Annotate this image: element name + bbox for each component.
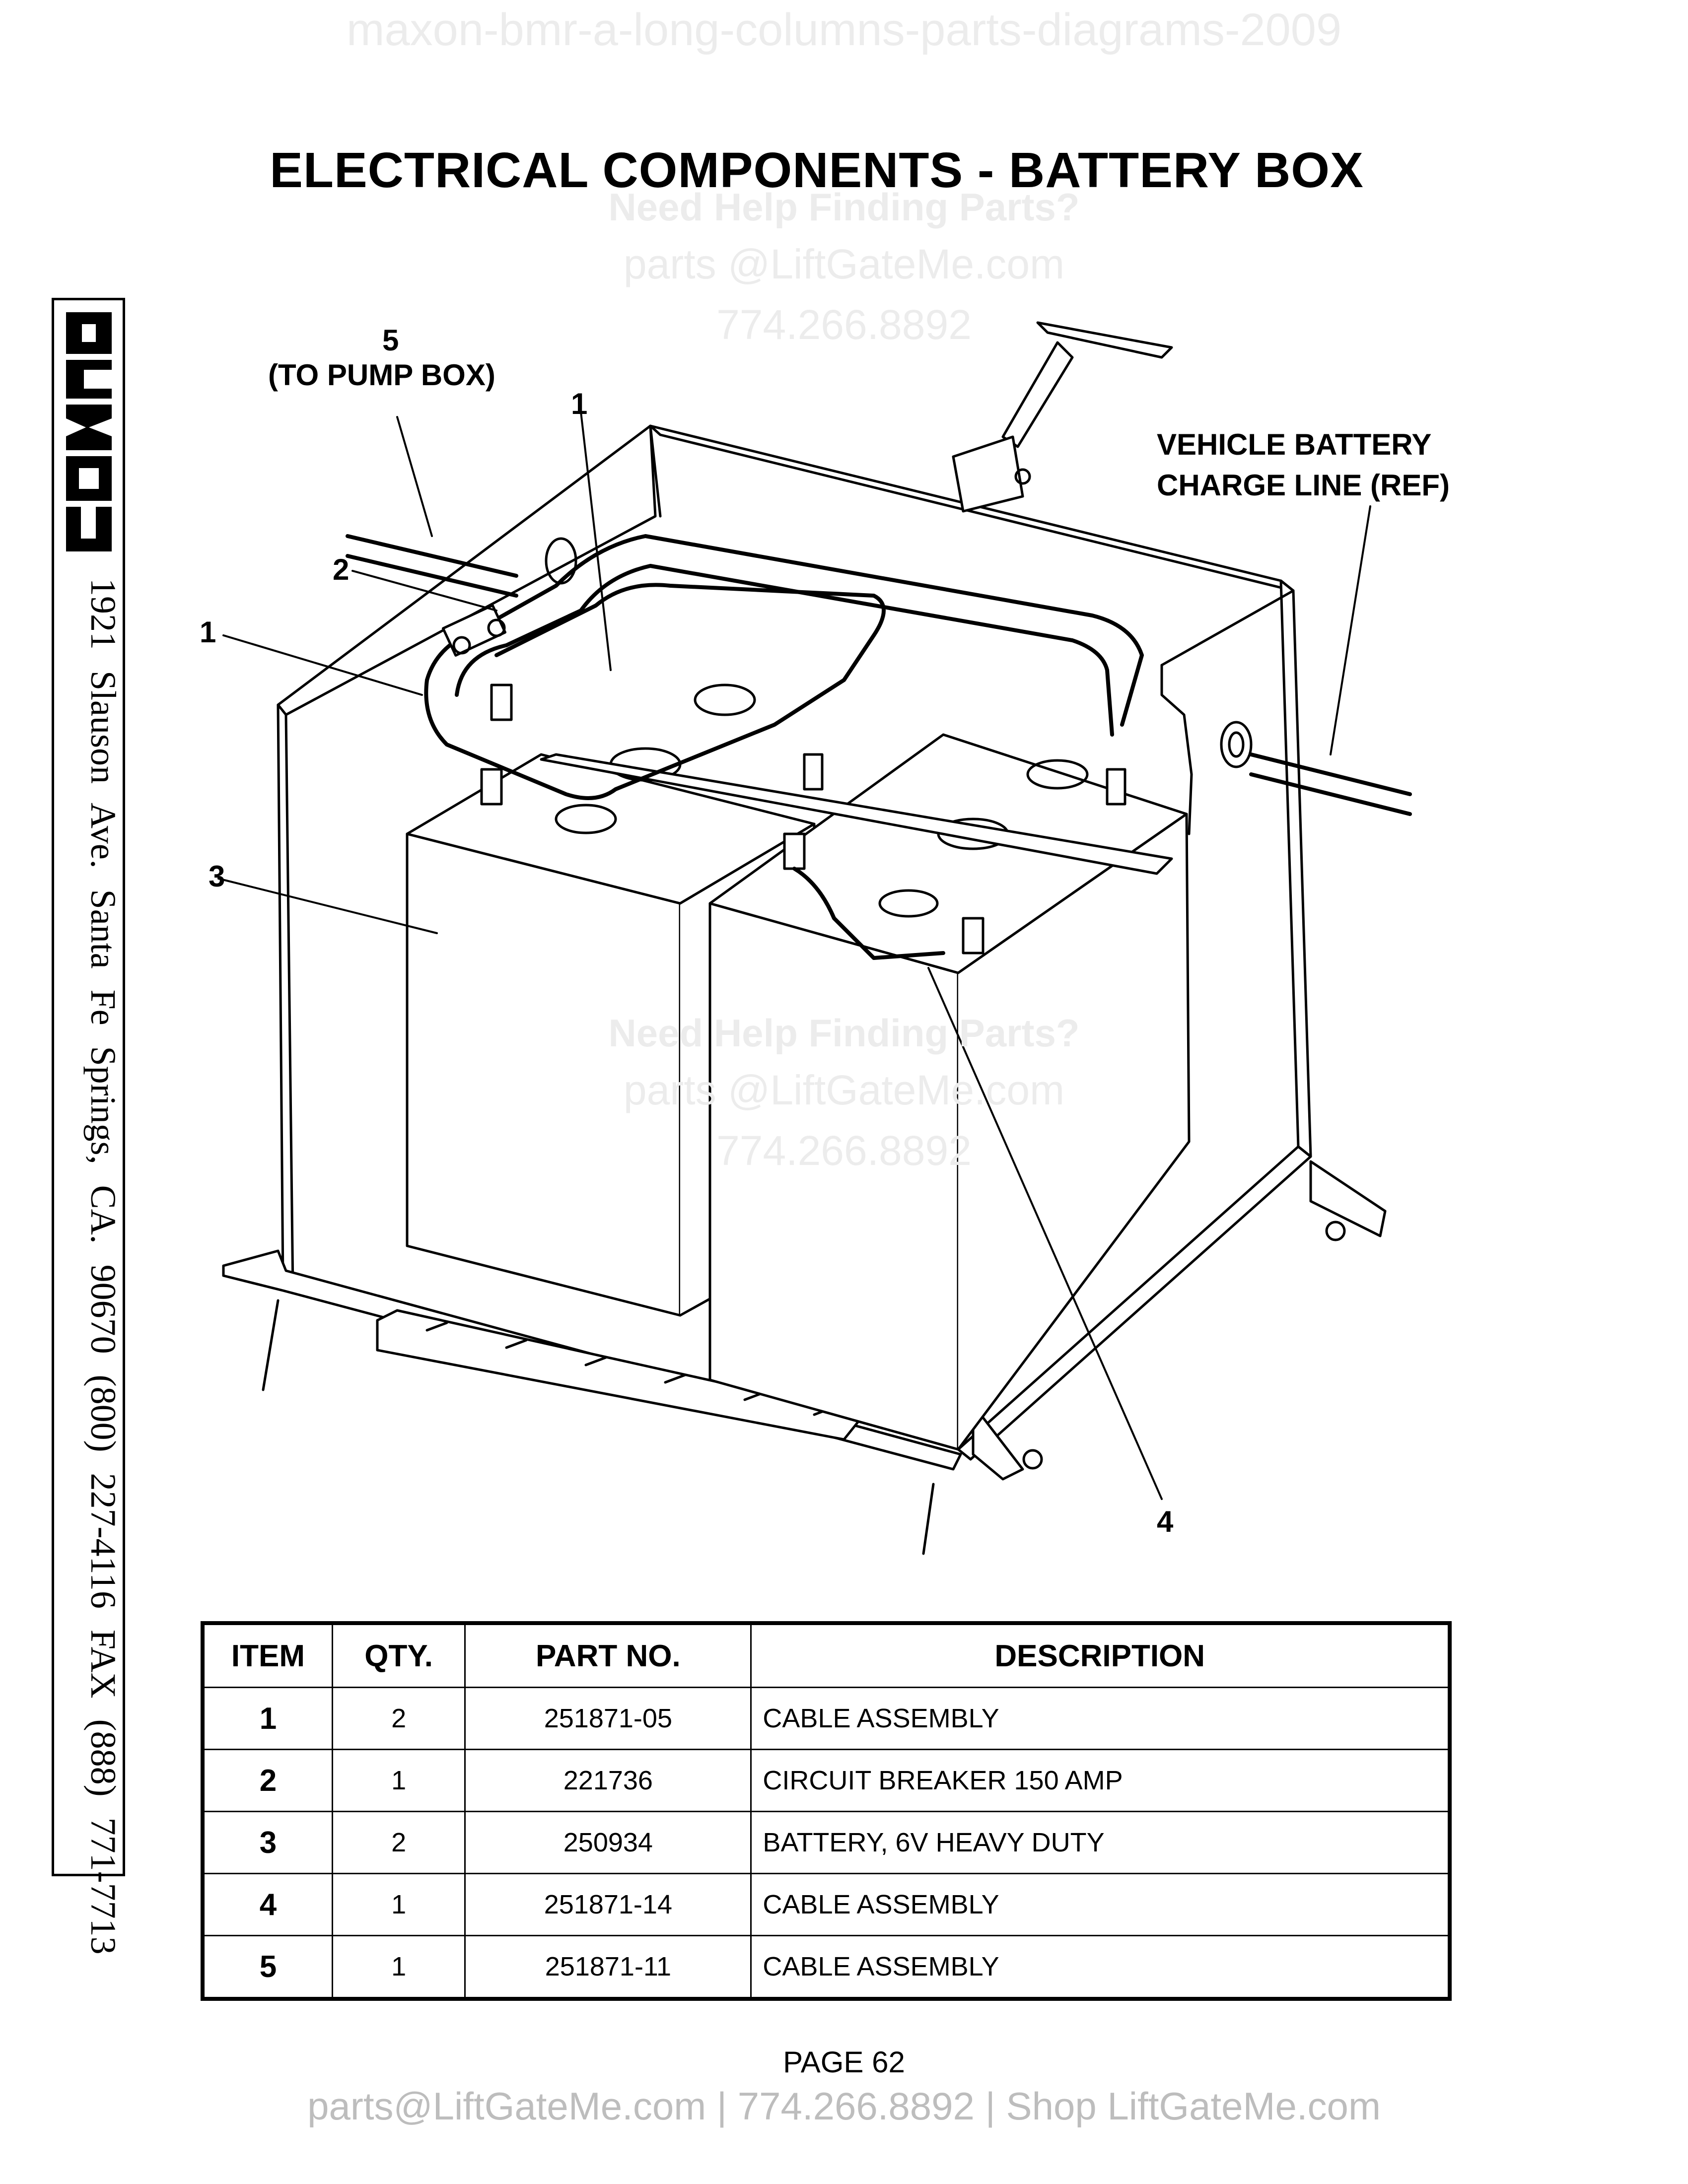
row-description: CABLE ASSEMBLY [750,1873,1451,1936]
t-handle-latch [952,321,1173,513]
table-row: 5 1 251871-11 CABLE ASSEMBLY [202,1935,1451,2000]
row-part-no: 221736 [464,1749,752,1812]
callout-item-5: 5 [382,324,399,357]
callout-item-1-top: 1 [571,387,588,420]
row-qty: 2 [331,1811,466,1874]
page-title: ELECTRICAL COMPONENTS - BATTERY BOX [270,142,1364,198]
box-front-right-face [957,1145,1312,1461]
hinge [376,1309,865,1441]
watermark-phone-2: 774.266.8892 [716,1127,972,1174]
footer-contact: parts@LiftGateMe.com | 774.266.8892 | Sh… [307,2084,1381,2128]
mounting-foot-right [1309,1160,1387,1237]
callout-charge-line-1: VEHICLE BATTERY [1157,428,1432,461]
row-description: BATTERY, 6V HEAVY DUTY [750,1811,1451,1874]
row-part-no: 250934 [464,1811,752,1874]
circuit-breaker [441,604,507,657]
row-item: 1 [202,1687,333,1750]
row-item: 2 [202,1749,333,1812]
battery-right [708,733,1191,1451]
row-part-no: 251871-14 [464,1873,752,1936]
row-item: 4 [202,1873,333,1936]
watermark-help-2: Need Help Finding Parts? [608,1011,1080,1055]
parts-table-header: ITEM QTY. PART NO. DESCRIPTION [202,1622,1451,1688]
header-description: DESCRIPTION [750,1622,1451,1688]
hold-down-bar [540,753,1173,875]
row-description: CABLE ASSEMBLY [750,1687,1451,1750]
row-description: CABLE ASSEMBLY [750,1935,1451,2000]
callout-to-pump-box: (TO PUMP BOX) [268,358,495,392]
table-row: 3 2 250934 BATTERY, 6V HEAVY DUTY [202,1811,1451,1874]
callout-item-1-left: 1 [200,615,216,649]
header-part-no: PART NO. [464,1622,752,1688]
grommet-left [545,537,577,585]
watermark-top: maxon-bmr-a-long-columns-parts-diagrams-… [346,4,1342,55]
terminals [480,683,1126,955]
row-item: 5 [202,1935,333,2000]
row-qty: 1 [331,1873,466,1936]
callout-charge-line-2: CHARGE LINE (REF) [1157,469,1450,502]
callout-item-3: 3 [209,860,225,893]
callout-item-2: 2 [333,553,350,586]
cable-assemblies [346,534,1412,960]
page-number: PAGE 62 [783,2046,905,2079]
watermark-phone-1: 774.266.8892 [716,301,972,348]
table-row: 1 2 251871-05 CABLE ASSEMBLY [202,1687,1451,1750]
table-row: 4 1 251871-14 CABLE ASSEMBLY [202,1873,1451,1936]
watermark-email-2: parts @LiftGateMe.com [623,1067,1065,1113]
watermark-email-1: parts @LiftGateMe.com [623,241,1065,287]
maxon-logo [66,312,112,551]
row-qty: 1 [331,1935,466,2000]
header-item: ITEM [202,1622,333,1688]
leader-lines [217,411,1371,1500]
header-qty: QTY. [331,1622,466,1688]
grommet-right [1220,721,1253,768]
callout-item-4: 4 [1157,1505,1174,1538]
row-qty: 2 [331,1687,466,1750]
row-qty: 1 [331,1749,466,1812]
row-item: 3 [202,1811,333,1874]
mounting-foot-front [972,1403,1024,1481]
watermark-help-1: Need Help Finding Parts? [608,185,1080,229]
table-row: 2 1 221736 CIRCUIT BREAKER 150 AMP [202,1749,1451,1812]
parts-table: ITEM QTY. PART NO. DESCRIPTION 1 2 25187… [201,1621,1452,2001]
sidebar-address-box: 1921 Slauson Ave. Santa Fe Springs, CA. … [52,298,125,1955]
battery-box-diagram [217,321,1412,1555]
row-description: CIRCUIT BREAKER 150 AMP [750,1749,1451,1812]
row-part-no: 251871-05 [464,1687,752,1750]
row-part-no: 251871-11 [464,1935,752,2000]
